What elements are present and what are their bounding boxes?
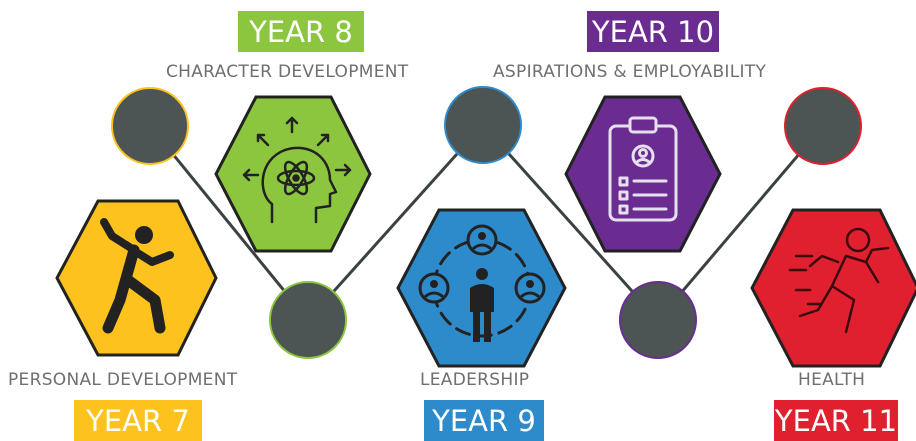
label-aspirations-employability: ASPIRATIONS & EMPLOYABILITY <box>493 62 767 82</box>
timeline-node-year7 <box>111 87 189 165</box>
year7-badge: YEAR 7 <box>74 400 202 441</box>
head-atom-icon <box>242 116 352 224</box>
timeline-node-year10 <box>619 281 697 359</box>
hexagon-year10 <box>564 95 722 253</box>
year10-badge: YEAR 10 <box>587 11 719 52</box>
running-person-icon <box>788 227 890 334</box>
timeline-node-year8 <box>269 281 347 359</box>
clipboard-profile-icon <box>608 116 678 222</box>
year9-badge: YEAR 9 <box>424 400 544 441</box>
person-dancing-icon <box>100 218 174 334</box>
team-network-icon <box>418 224 546 342</box>
label-character-development: CHARACTER DEVELOPMENT <box>166 62 409 82</box>
connector-line <box>656 125 825 321</box>
connector-line <box>481 123 660 322</box>
label-leadership: LEADERSHIP <box>420 370 530 390</box>
hexagon-year8 <box>214 95 372 253</box>
year7-badge-text: YEAR 7 <box>86 403 190 438</box>
year9-badge-text: YEAR 9 <box>432 403 536 438</box>
year8-badge: YEAR 8 <box>238 11 364 52</box>
connector-line <box>148 125 310 321</box>
year10-badge-text: YEAR 10 <box>591 14 715 49</box>
label-health: HEALTH <box>798 370 866 390</box>
year11-badge: YEAR 11 <box>774 400 898 441</box>
timeline-connectors <box>148 123 825 322</box>
year11-badge-text: YEAR 11 <box>774 403 898 438</box>
timeline-node-year9 <box>444 86 522 164</box>
hexagon-year7 <box>55 199 218 357</box>
connector-line <box>306 123 485 322</box>
label-personal-development: PERSONAL DEVELOPMENT <box>8 370 238 390</box>
timeline-node-year11 <box>784 87 862 165</box>
year8-badge-text: YEAR 8 <box>249 14 353 49</box>
